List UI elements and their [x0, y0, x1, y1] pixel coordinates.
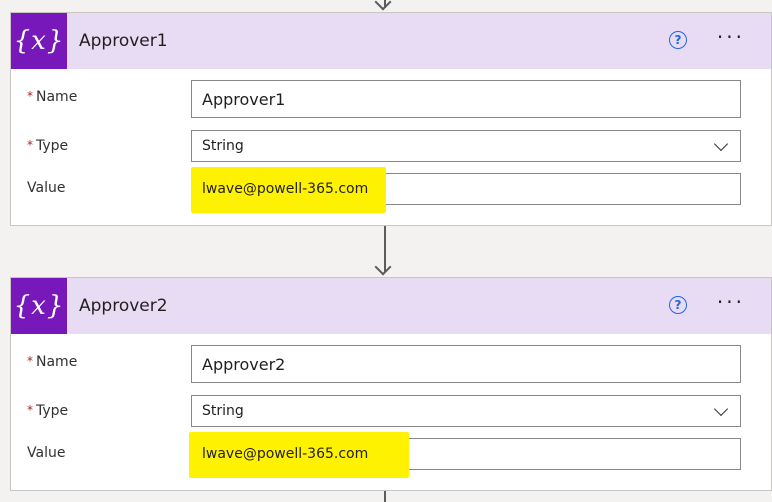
type-label: *Type: [27, 138, 69, 154]
name-input-value: Approver2: [202, 355, 286, 374]
connector-line-top: [384, 0, 386, 8]
value-input-value: lwave@powell-365.com: [202, 446, 369, 462]
required-marker: *: [27, 89, 33, 103]
connector-line: [384, 226, 386, 272]
type-dropdown[interactable]: String: [191, 395, 741, 427]
arrow-down-icon: [374, 0, 392, 11]
chevron-down-icon[interactable]: [713, 401, 729, 417]
value-label: Value: [27, 180, 66, 196]
name-label: *Name: [27, 89, 78, 105]
text-highlight: [189, 432, 409, 478]
required-marker: *: [27, 354, 33, 368]
type-dropdown-value: String: [202, 138, 244, 154]
help-icon[interactable]: ?: [669, 31, 687, 49]
name-input[interactable]: Approver2: [191, 345, 741, 383]
arrow-down-icon: [374, 258, 392, 276]
required-marker: *: [27, 403, 33, 417]
required-marker: *: [27, 138, 33, 152]
card-title[interactable]: Approver2: [79, 296, 168, 316]
value-input[interactable]: lwave@powell-365.com: [191, 167, 741, 213]
value-label: Value: [27, 445, 66, 461]
type-label: *Type: [27, 403, 69, 419]
name-label: *Name: [27, 354, 78, 370]
card-header[interactable]: {x} Approver2 ? ···: [11, 278, 771, 334]
text-highlight: [191, 167, 386, 213]
variable-icon: {x}: [11, 13, 67, 69]
more-options-icon[interactable]: ···: [716, 25, 745, 49]
card-title[interactable]: Approver1: [79, 31, 168, 51]
variable-icon: {x}: [11, 278, 67, 334]
type-dropdown-value: String: [202, 403, 244, 419]
value-input[interactable]: lwave@powell-365.com: [189, 432, 741, 478]
type-dropdown[interactable]: String: [191, 130, 741, 162]
name-input[interactable]: Approver1: [191, 80, 741, 118]
name-input-value: Approver1: [202, 90, 286, 109]
value-input-value: lwave@powell-365.com: [202, 181, 369, 197]
help-icon[interactable]: ?: [669, 296, 687, 314]
action-card-approver1[interactable]: {x} Approver1 ? ··· *Name Approver1 *Typ…: [10, 12, 772, 226]
chevron-down-icon[interactable]: [713, 136, 729, 152]
connector-line-bottom: [384, 491, 386, 502]
more-options-icon[interactable]: ···: [716, 290, 745, 314]
card-header[interactable]: {x} Approver1 ? ···: [11, 13, 771, 69]
action-card-approver2[interactable]: {x} Approver2 ? ··· *Name Approver2 *Typ…: [10, 277, 772, 491]
